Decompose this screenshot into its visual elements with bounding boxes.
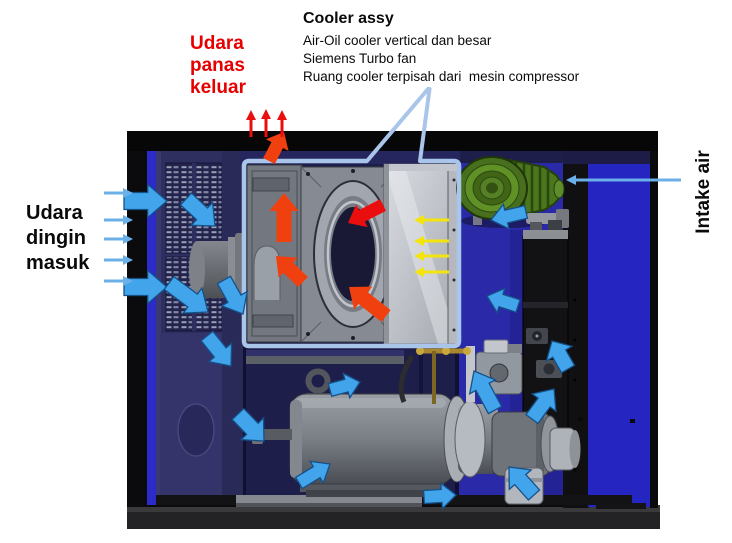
hot-airflow-arrows: [246, 109, 391, 322]
cooler-detail-2: Siemens Turbo fan: [303, 51, 417, 66]
cold-air-arrow-thin: [104, 234, 133, 244]
cold-air-arrow: [179, 192, 216, 227]
cold-air-arrow: [200, 330, 233, 367]
cold-air-arrow: [163, 275, 209, 314]
base-platform: [127, 505, 660, 529]
hot-air-line-3: keluar: [190, 77, 246, 98]
cold-air-arrow: [489, 202, 529, 231]
cooler-airflow-arrows: [414, 215, 449, 277]
cold-air-arrow: [294, 460, 331, 490]
intake-air-filter: [456, 156, 569, 228]
hot-air-arrow: [277, 110, 287, 137]
hot-air-line-2: panas: [190, 55, 245, 76]
hot-air-label: Udara panas keluar: [190, 33, 246, 99]
hot-air-arrow: [276, 256, 308, 287]
cold-air-line-2: dingin: [26, 227, 86, 249]
cold-air-arrow: [422, 481, 457, 511]
hot-air-line-1: Udara: [190, 33, 244, 54]
hot-air-arrow: [246, 110, 256, 137]
intake-air-text: Intake air: [693, 150, 714, 234]
cooler-flow-arrow: [414, 267, 449, 277]
cooler-callout-leader: [365, 87, 432, 163]
cooler-callout: Cooler assy Air-Oil cooler vertical dan …: [303, 9, 579, 86]
hot-air-arrow: [261, 109, 271, 137]
cooler-highlight-box: [241, 87, 462, 349]
cold-air-arrow-thin: [104, 188, 133, 198]
cold-air-arrow: [508, 466, 541, 501]
hot-air-arrow: [263, 132, 289, 164]
hot-air-arrow: [349, 286, 391, 322]
cold-air-line-3: masuk: [26, 252, 90, 274]
cold-air-arrow: [525, 388, 557, 425]
hot-air-arrow: [269, 193, 299, 242]
cold-air-label: Udara dingin masuk: [26, 201, 89, 276]
cold-air-arrow: [486, 287, 521, 315]
cold-air-arrow: [216, 275, 249, 315]
cold-air-arrow: [327, 372, 361, 400]
cooler-flow-arrow: [414, 215, 449, 225]
cold-air-arrow: [545, 340, 576, 374]
cold-air-arrow-thin: [104, 276, 133, 286]
cold-air-arrow: [231, 407, 265, 442]
cold-airflow-arrows: [104, 175, 681, 511]
cold-air-arrow-thin: [104, 215, 133, 225]
hot-air-arrow: [348, 199, 386, 228]
cooler-detail-1: Air-Oil cooler vertical dan besar: [303, 33, 492, 48]
cooler-flow-arrow: [414, 251, 449, 261]
cooler-callout-title: Cooler assy: [303, 10, 394, 27]
cold-air-arrow: [468, 370, 503, 415]
cooler-detail-3: Ruang cooler terpisah dari mesin compres…: [303, 69, 580, 84]
intake-air-label: Intake air: [693, 130, 715, 254]
cold-air-arrow-thin: [566, 175, 681, 185]
cooler-flow-arrow: [414, 236, 449, 246]
cold-air-arrow-thin: [104, 255, 133, 265]
cold-air-line-1: Udara: [26, 202, 83, 224]
